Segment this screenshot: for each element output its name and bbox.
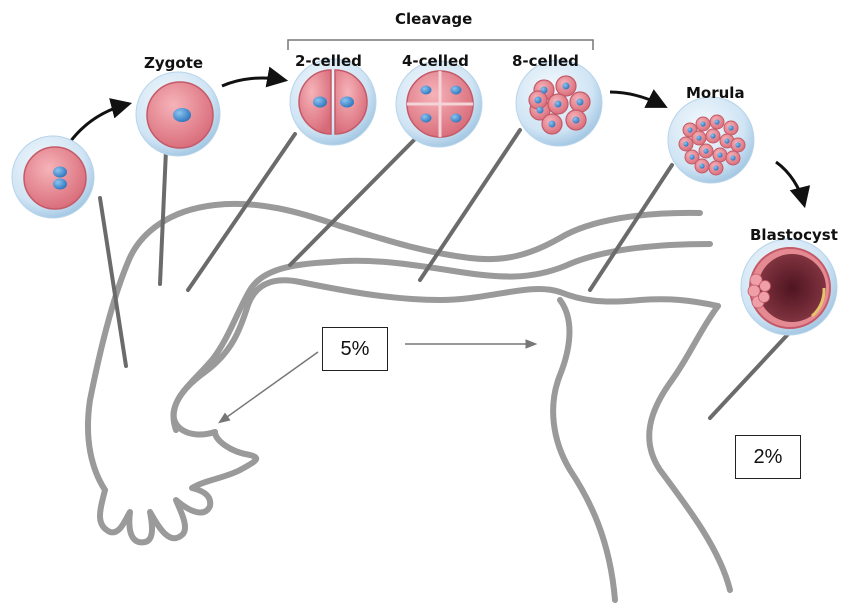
cleavage-bracket	[288, 40, 593, 50]
uterus-percentage-box: 2%	[735, 435, 801, 479]
eight-celled-embryo	[516, 60, 602, 146]
eight-celled-label: 8-celled	[512, 52, 579, 70]
tube-lower-wall	[174, 280, 718, 430]
uterus-right-wall	[649, 306, 730, 590]
uterus-left-wall	[553, 300, 615, 600]
two-celled-embryo	[290, 59, 376, 145]
blastocyst-embryo	[741, 239, 837, 335]
arrow-8-celled-to-morula	[610, 92, 664, 106]
pointer-line-morula	[590, 165, 672, 290]
cleavage-label: Cleavage	[395, 10, 472, 28]
tube-inner-upper-wall	[173, 244, 710, 435]
arrow-morula-to-blastocyst	[776, 162, 804, 204]
fertilized-egg	[12, 136, 94, 218]
four-celled-label: 4-celled	[402, 52, 469, 70]
arrow-fertilized-to-zygote	[70, 104, 128, 142]
two-celled-label: 2-celled	[295, 52, 362, 70]
zygote-cell	[136, 72, 220, 156]
tube-outer-upper-wall	[88, 204, 700, 490]
zygote-label: Zygote	[144, 54, 203, 72]
four-celled-embryo	[396, 61, 482, 147]
arrow-zygote-to-2-celled	[222, 78, 284, 86]
tube-percentage-box: 5%	[322, 327, 388, 371]
reproductive-tract-outline	[88, 204, 730, 600]
fimbriae	[100, 432, 256, 542]
arrow-to-tube-end	[220, 352, 318, 422]
morula-label: Morula	[686, 84, 745, 102]
pointer-line-blastocyst	[710, 332, 790, 418]
blastocyst-label: Blastocyst	[750, 226, 838, 244]
morula-embryo	[668, 97, 754, 183]
